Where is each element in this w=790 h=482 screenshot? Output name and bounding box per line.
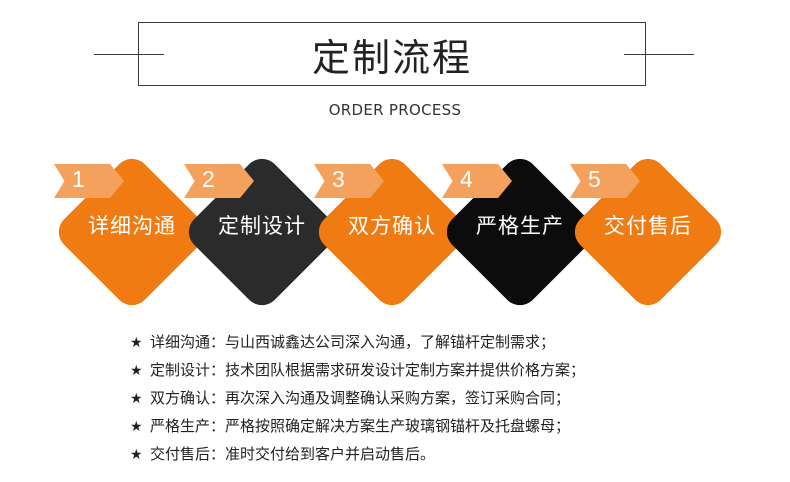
description-label: 交付售后：	[150, 445, 226, 463]
step-number-tag	[54, 164, 124, 198]
step-label: 严格生产	[476, 214, 564, 238]
step-number-tag	[442, 164, 512, 198]
description-text: 与山西诚鑫达公司深入沟通，了解锚杆定制需求；	[225, 333, 556, 351]
description-label: 详细沟通：	[150, 333, 226, 351]
process-step-1: 1 详细沟通	[51, 151, 213, 313]
page-subtitle: ORDER PROCESS	[328, 101, 462, 119]
title-deco-line-right	[624, 54, 694, 55]
process-step-4: 4 严格生产	[439, 151, 601, 313]
description-text: 准时交付给到客户并启动售后。	[225, 445, 436, 463]
step-number: 4	[460, 166, 473, 192]
step-label: 详细沟通	[88, 214, 176, 238]
process-description-list: ★ 详细沟通：与山西诚鑫达公司深入沟通，了解锚杆定制需求； ★ 定制设计：技术团队根…	[130, 328, 690, 468]
description-text: 技术团队根据需求研发设计定制方案并提供价格方案；	[225, 361, 586, 379]
description-item: ★ 定制设计：技术团队根据需求研发设计定制方案并提供价格方案；	[130, 356, 690, 384]
title-box: 定制流程	[138, 22, 646, 86]
star-icon: ★	[130, 447, 143, 463]
step-number: 3	[332, 166, 345, 192]
description-item: ★ 详细沟通：与山西诚鑫达公司深入沟通，了解锚杆定制需求；	[130, 328, 690, 356]
step-number: 2	[202, 166, 215, 192]
description-label: 双方确认：	[150, 389, 226, 407]
process-step-3: 3 双方确认	[311, 151, 473, 313]
step-number-tag	[314, 164, 384, 198]
description-text: 再次深入沟通及调整确认采购方案，签订采购合同；	[225, 389, 571, 407]
description-label: 定制设计：	[150, 361, 226, 379]
process-step-2: 2 定制设计	[181, 151, 343, 313]
description-label: 严格生产：	[150, 417, 226, 435]
description-text: 严格按照确定解决方案生产玻璃钢锚杆及托盘螺母；	[225, 417, 571, 435]
step-number-tag	[570, 164, 640, 198]
process-step-5: 5 交付售后	[567, 151, 729, 313]
step-label: 交付售后	[604, 214, 692, 238]
star-icon: ★	[130, 419, 143, 435]
star-icon: ★	[130, 391, 143, 407]
step-number-tag	[184, 164, 254, 198]
step-number: 1	[72, 166, 85, 192]
step-label: 双方确认	[348, 214, 436, 238]
description-item: ★ 交付售后：准时交付给到客户并启动售后。	[130, 440, 690, 468]
star-icon: ★	[130, 363, 143, 379]
step-label: 定制设计	[218, 214, 306, 238]
title-deco-line-left	[94, 54, 164, 55]
step-number: 5	[588, 166, 601, 192]
description-item: ★ 严格生产：严格按照确定解决方案生产玻璃钢锚杆及托盘螺母；	[130, 412, 690, 440]
page-title: 定制流程	[311, 35, 472, 80]
description-item: ★ 双方确认：再次深入沟通及调整确认采购方案，签订采购合同；	[130, 384, 690, 412]
star-icon: ★	[130, 335, 143, 351]
